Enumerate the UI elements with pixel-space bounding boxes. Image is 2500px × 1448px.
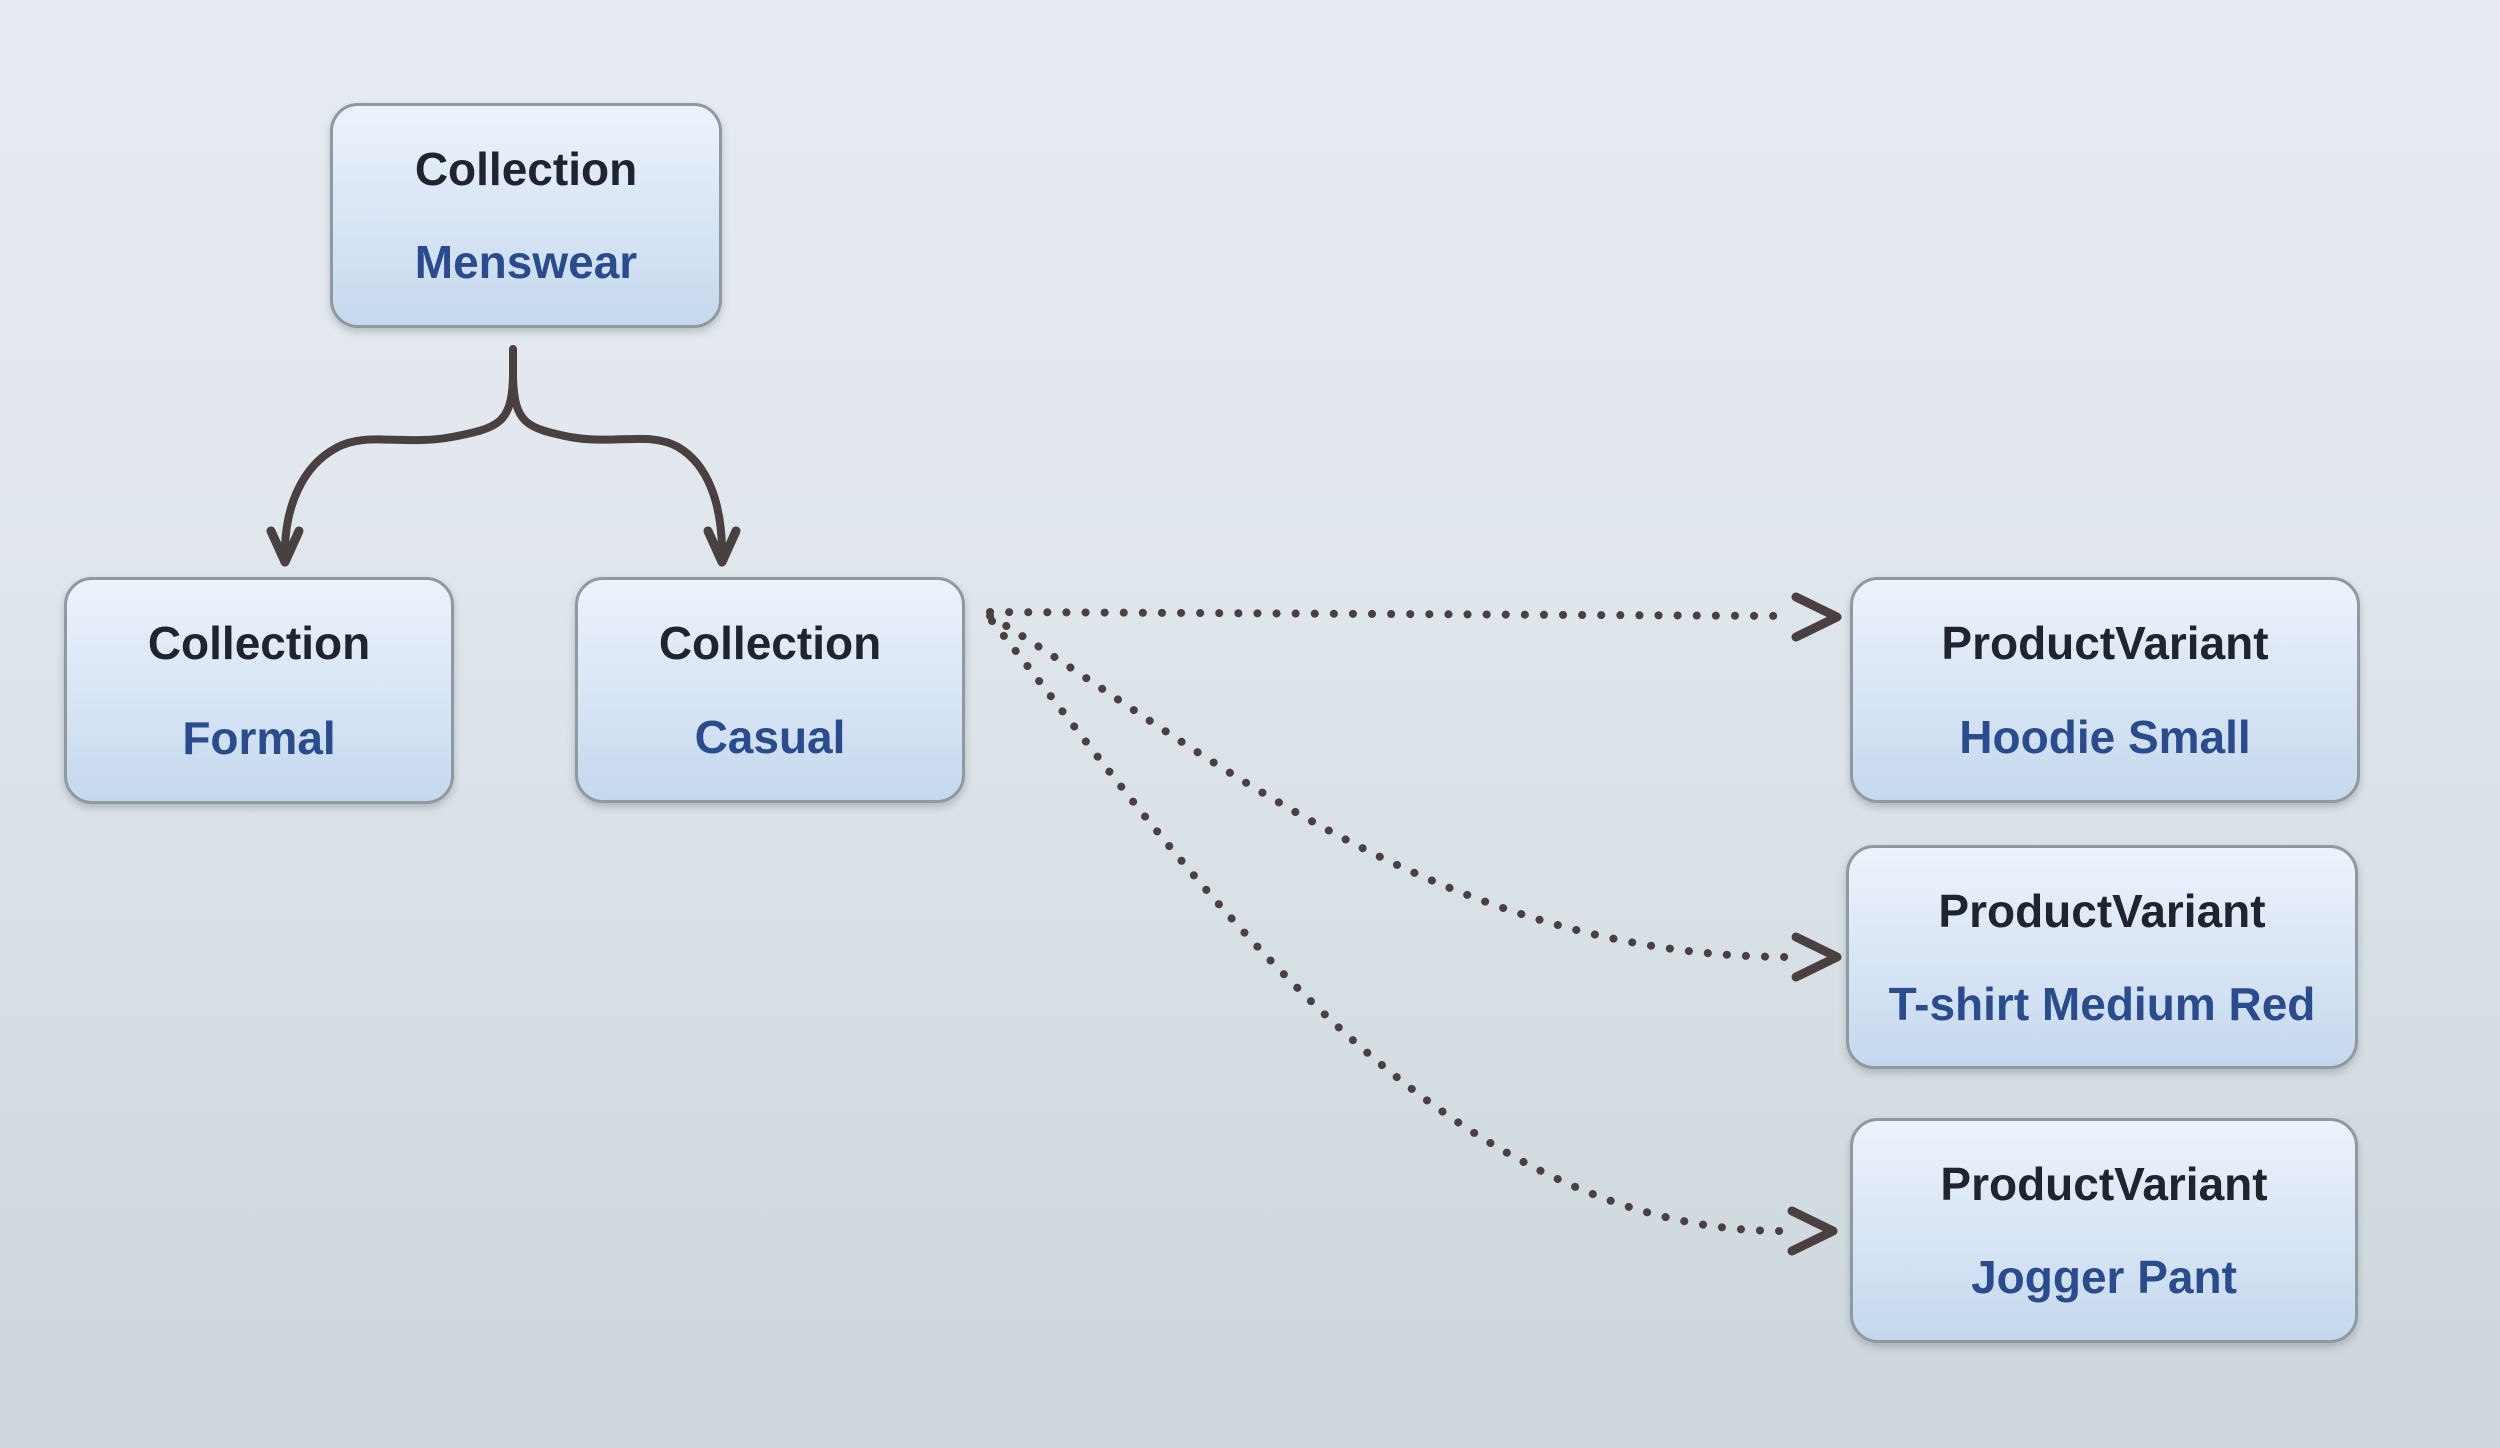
node-type-label: Collection bbox=[414, 142, 638, 195]
edge-casual-jogger-arrowhead-icon bbox=[1787, 1206, 1838, 1256]
node-name-label: Formal bbox=[182, 711, 336, 764]
edge-menswear-formal bbox=[281, 345, 517, 552]
node-type-label: ProductVariant bbox=[1940, 1157, 2268, 1210]
node-type-label: Collection bbox=[658, 617, 882, 669]
edge-menswear-casual bbox=[509, 372, 726, 552]
edge-casual-tshirt bbox=[986, 612, 1790, 961]
node-productvariant-hoodie-small: ProductVariant Hoodie Small bbox=[1850, 577, 2360, 803]
node-collection-casual: Collection Casual bbox=[575, 577, 965, 803]
edge-casual-hoodie bbox=[986, 608, 1790, 620]
edge-menswear-casual-arrowhead-icon bbox=[703, 526, 741, 567]
node-collection-menswear: Collection Menswear bbox=[330, 103, 722, 328]
node-type-label: Collection bbox=[147, 617, 371, 670]
node-type-label: ProductVariant bbox=[1941, 617, 2269, 669]
node-productvariant-jogger-pant: ProductVariant Jogger Pant bbox=[1850, 1118, 2358, 1343]
edge-casual-jogger bbox=[988, 617, 1786, 1235]
edge-casual-tshirt-arrowhead-icon bbox=[1791, 932, 1842, 982]
edge-casual-hoodie-arrowhead-icon bbox=[1791, 592, 1842, 642]
node-name-label: T-shirt Medium Red bbox=[1888, 977, 2316, 1030]
node-type-label: ProductVariant bbox=[1938, 884, 2266, 937]
node-collection-formal: Collection Formal bbox=[64, 577, 454, 804]
node-name-label: Jogger Pant bbox=[1971, 1251, 2237, 1304]
node-name-label: Casual bbox=[694, 711, 846, 763]
node-name-label: Menswear bbox=[414, 236, 638, 289]
node-name-label: Hoodie Small bbox=[1959, 711, 2251, 763]
node-productvariant-tshirt-medium-red: ProductVariant T-shirt Medium Red bbox=[1846, 845, 2358, 1069]
edge-menswear-formal-arrowhead-icon bbox=[266, 526, 304, 567]
